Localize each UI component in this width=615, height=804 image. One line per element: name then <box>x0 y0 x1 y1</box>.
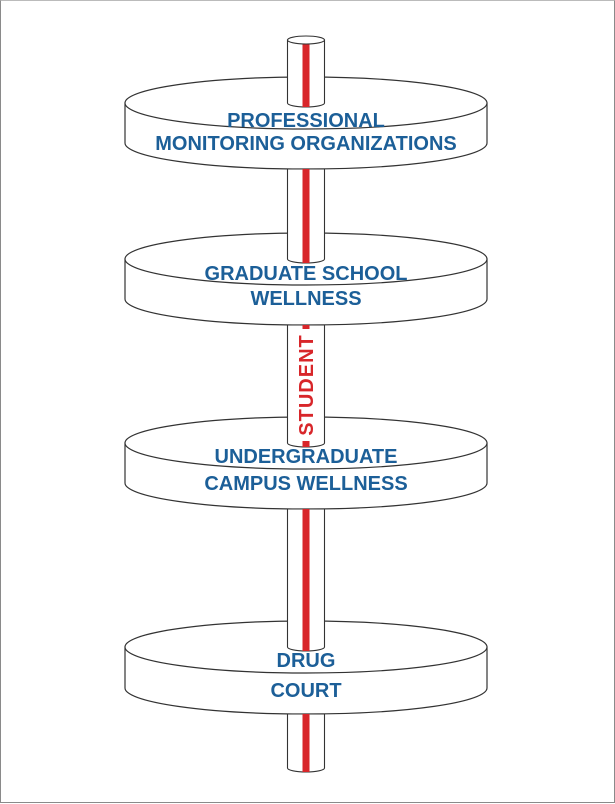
pole-red-stripe <box>302 40 310 107</box>
pole-segment-5 <box>286 713 326 773</box>
pole-top-cap <box>286 35 326 45</box>
level-4-line-1: DRUG <box>277 650 336 672</box>
pole-segment-2 <box>286 168 326 264</box>
level-2-line-2: WELLNESS <box>250 288 361 310</box>
pole-red-stripe <box>302 169 310 263</box>
student-label-bg <box>293 329 317 441</box>
level-3-line-1: UNDERGRADUATE <box>215 446 398 468</box>
level-3-line-2: CAMPUS WELLNESS <box>204 473 407 495</box>
disks <box>124 76 488 715</box>
pole-red-stripe <box>302 714 310 772</box>
student-label: STUDENT <box>296 334 318 435</box>
pole-red-stripe <box>302 509 310 651</box>
level-1-line-1: PROFESSIONAL <box>227 110 385 132</box>
pole-segment-4 <box>286 508 326 652</box>
level-2-line-1: GRADUATE SCHOOL <box>205 263 408 285</box>
level-1-line-2: MONITORING ORGANIZATIONS <box>155 133 456 155</box>
level-4-line-2: COURT <box>270 680 341 702</box>
pole-segment-1 <box>286 35 326 108</box>
labels: PROFESSIONAL MONITORING ORGANIZATIONS GR… <box>155 110 456 702</box>
